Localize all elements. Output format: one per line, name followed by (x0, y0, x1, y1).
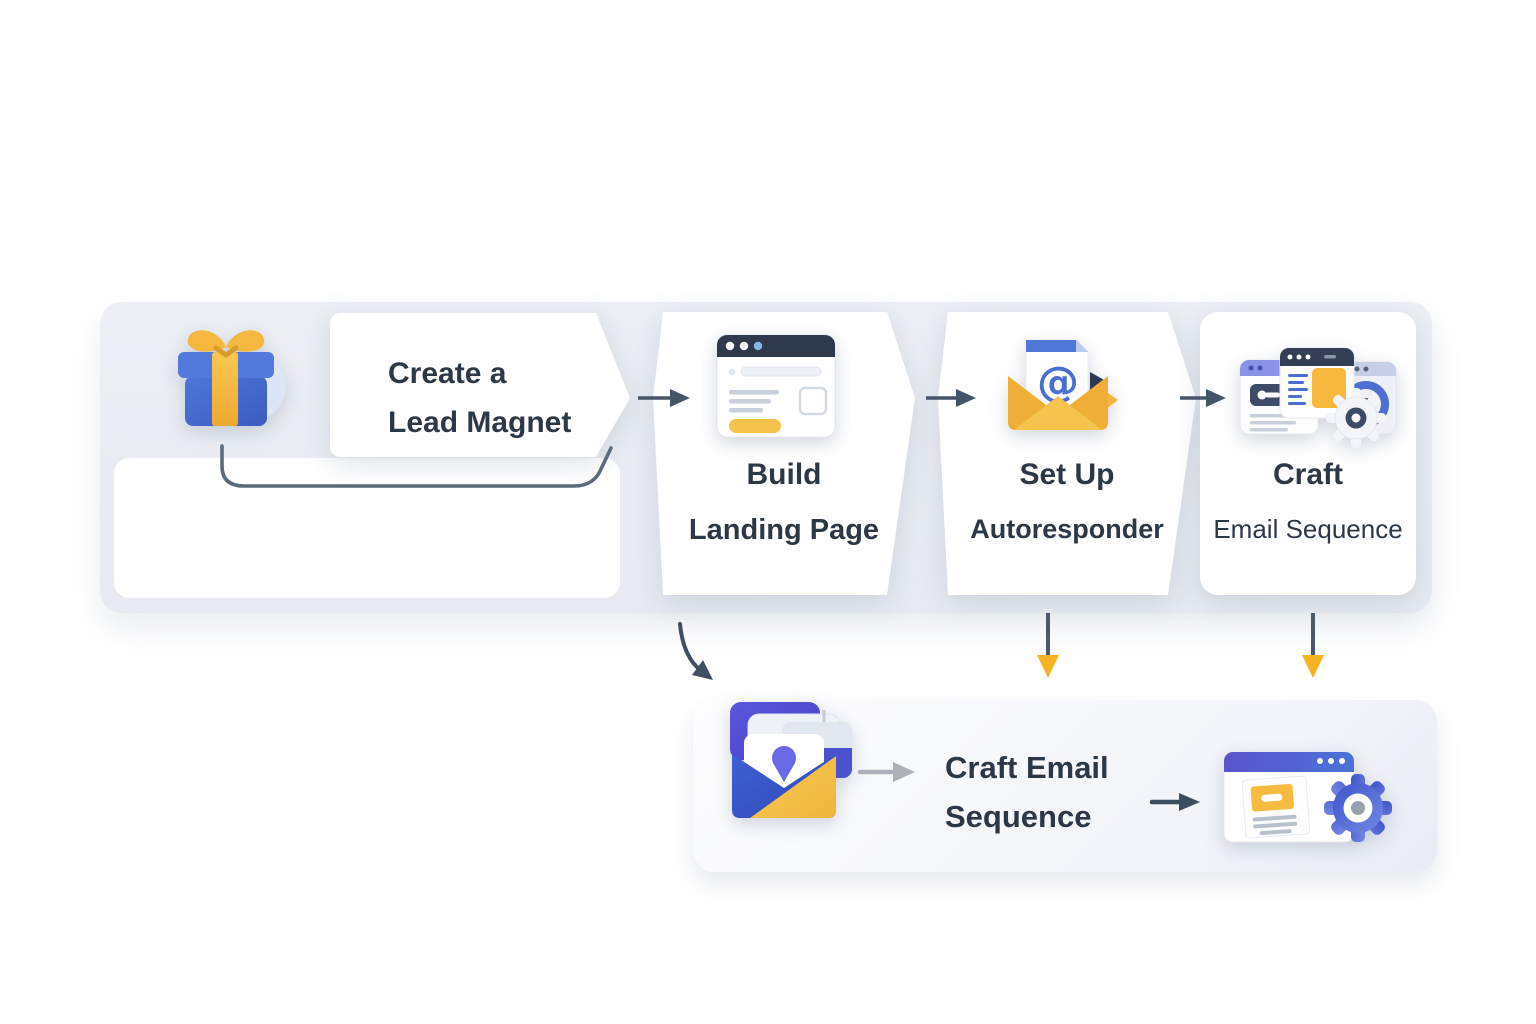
browser-window-icon (716, 334, 836, 438)
step-title: Create a (388, 357, 507, 390)
panel-white-inset (114, 458, 620, 598)
step-subtitle: Landing Page (688, 514, 880, 546)
windows-gear-icon (1239, 347, 1397, 448)
step-subtitle: Autoresponder (970, 514, 1164, 544)
vertical-arrow-email-sequence (1302, 613, 1324, 678)
step-card-landing-page: Build Landing Page (653, 312, 915, 595)
result-title: Craft Email (945, 750, 1109, 785)
arrow-text-to-gear (1149, 793, 1200, 811)
result-subtitle: Sequence (945, 799, 1092, 834)
browser-gear-icon (1223, 751, 1392, 843)
arrow-step1-step2 (638, 389, 690, 407)
envelope-cards-icon (730, 702, 852, 818)
step-card-email-sequence: Craft Email Sequence (1200, 312, 1416, 595)
gift-icon (178, 330, 286, 426)
step-subtitle: Email Sequence (1213, 514, 1403, 544)
step-card-lead-magnet: Create a Lead Magnet (330, 313, 630, 457)
step-title: Craft (1272, 458, 1343, 491)
envelope-at-icon: @ (1008, 339, 1118, 430)
step-title: Set Up (1019, 458, 1115, 491)
arrow-step3-step4 (1180, 389, 1226, 407)
arrow-envelope-to-text (857, 762, 915, 782)
step-subtitle: Lead Magnet (388, 406, 572, 439)
curved-arrow-to-result (678, 622, 713, 680)
step-title: Build (746, 458, 822, 491)
vertical-arrow-autoresponder (1037, 613, 1059, 678)
arrow-step2-step3 (926, 389, 976, 407)
